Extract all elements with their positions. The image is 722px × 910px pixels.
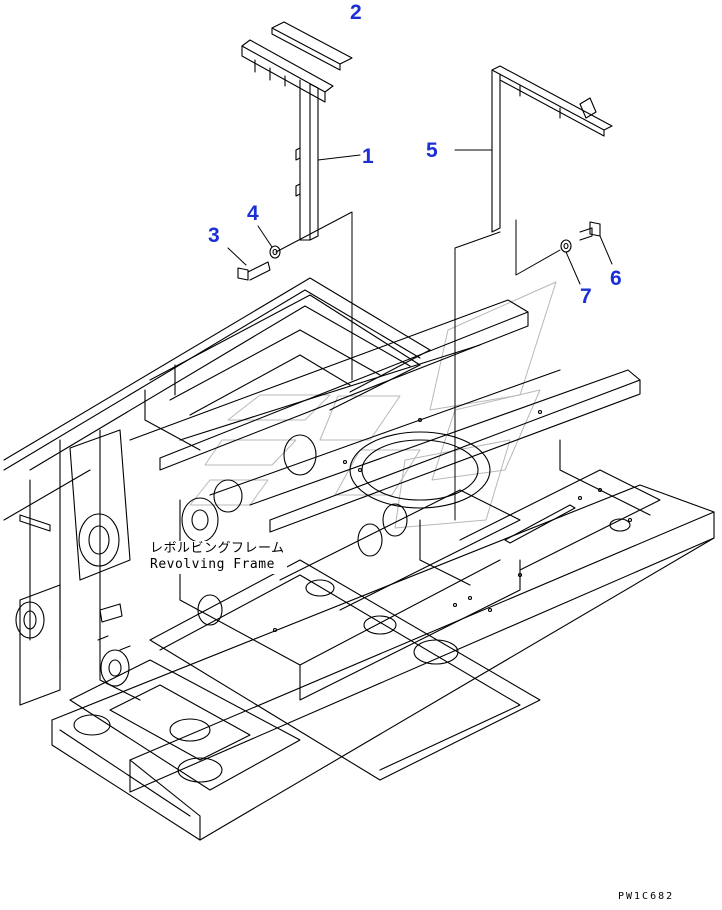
leader-7 [565,251,581,285]
watermark-logo [189,281,557,529]
leader-4 [257,225,273,248]
drawing-code: PW1C682 [618,891,675,902]
callout-6: 6 [610,267,622,290]
callout-5: 5 [426,139,438,162]
part-6-bolt [579,221,601,241]
install-line-left [275,211,353,381]
callout-7: 7 [580,285,592,308]
callout-1: 1 [362,145,374,168]
leader-lines [227,149,613,521]
part-1-handrail-support [241,39,334,241]
callout-2: 2 [350,1,362,24]
part-5-handrail-support [491,65,613,233]
install-line-right [454,231,501,521]
callout-3: 3 [208,224,220,247]
part-4-washer [269,245,281,259]
caption-revolving-frame: レボルビングフレーム Revolving Frame [148,541,287,574]
leader-6 [599,235,613,265]
part-3-bolt [237,261,271,281]
install-line-right-2 [515,219,561,276]
callout-4: 4 [247,202,259,225]
revolving-frame [3,277,715,841]
caption-english: Revolving Frame [150,557,275,573]
leader-1 [317,154,361,161]
part-7-washer [560,239,572,253]
leader-3 [227,247,247,266]
part-2-rubber-strip [271,21,353,71]
caption-japanese: レボルビングフレーム [150,541,285,556]
